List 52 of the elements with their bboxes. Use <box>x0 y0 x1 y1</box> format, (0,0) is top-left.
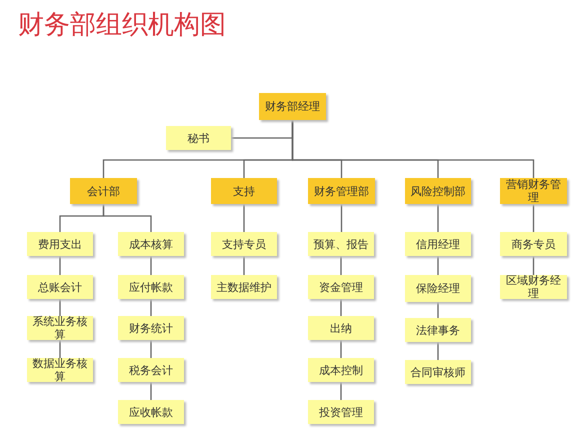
connector-line <box>437 342 439 360</box>
position-box: 信用经理 <box>405 232 471 256</box>
position-box: 主数据维护 <box>211 275 277 299</box>
position-box: 数据业务核算 <box>27 358 93 382</box>
position-box: 区域财务经理 <box>500 275 567 299</box>
connector-line <box>150 299 152 316</box>
connector-line <box>340 204 342 232</box>
position-box: 预算、报告 <box>308 232 374 256</box>
position-box: 资金管理 <box>308 275 374 299</box>
position-box: 出纳 <box>308 316 374 340</box>
position-box: 总账会计 <box>27 275 93 299</box>
connector-line <box>340 256 342 275</box>
position-box: 系统业务核算 <box>27 316 93 340</box>
position-box: 保险经理 <box>405 275 471 302</box>
connector-line <box>340 340 342 358</box>
connector-line <box>437 256 439 275</box>
connector-line <box>437 204 439 232</box>
connector-line <box>150 382 152 400</box>
position-box: 秘书 <box>166 126 231 150</box>
position-box: 投资管理 <box>308 400 374 424</box>
connector-line <box>532 256 534 275</box>
position-box: 应收帐款 <box>118 400 184 424</box>
position-box: 法律事务 <box>405 318 471 342</box>
connector-line <box>150 340 152 358</box>
title: 财务部组织机构图 <box>18 9 226 42</box>
position-box: 成本控制 <box>308 358 374 382</box>
department-box: 财务管理部 <box>308 178 375 204</box>
position-box: 支持专员 <box>211 232 277 256</box>
position-box: 费用支出 <box>27 232 93 256</box>
connector-line <box>59 299 61 316</box>
department-box: 风险控制部 <box>405 178 471 204</box>
connector-line <box>59 256 61 275</box>
connector-line <box>532 204 534 232</box>
department-box: 营销财务管理 <box>500 178 567 204</box>
department-box: 财务部经理 <box>259 93 326 120</box>
position-box: 税务会计 <box>118 358 184 382</box>
connector-line <box>243 256 245 275</box>
connector-line <box>243 204 245 232</box>
department-box: 支持 <box>211 178 277 204</box>
connector-line <box>102 204 152 232</box>
connector-line <box>340 299 342 316</box>
position-box: 商务专员 <box>500 232 567 256</box>
position-box: 应付帐款 <box>118 275 184 299</box>
position-box: 财务统计 <box>118 316 184 340</box>
position-box: 成本核算 <box>118 232 184 256</box>
position-box: 合同审核师 <box>405 360 471 384</box>
connector-line <box>292 120 534 178</box>
department-box: 会计部 <box>70 178 137 204</box>
connector-line <box>150 256 152 275</box>
connector-line <box>340 382 342 400</box>
connector-line <box>59 340 61 358</box>
connector-line <box>437 302 439 318</box>
